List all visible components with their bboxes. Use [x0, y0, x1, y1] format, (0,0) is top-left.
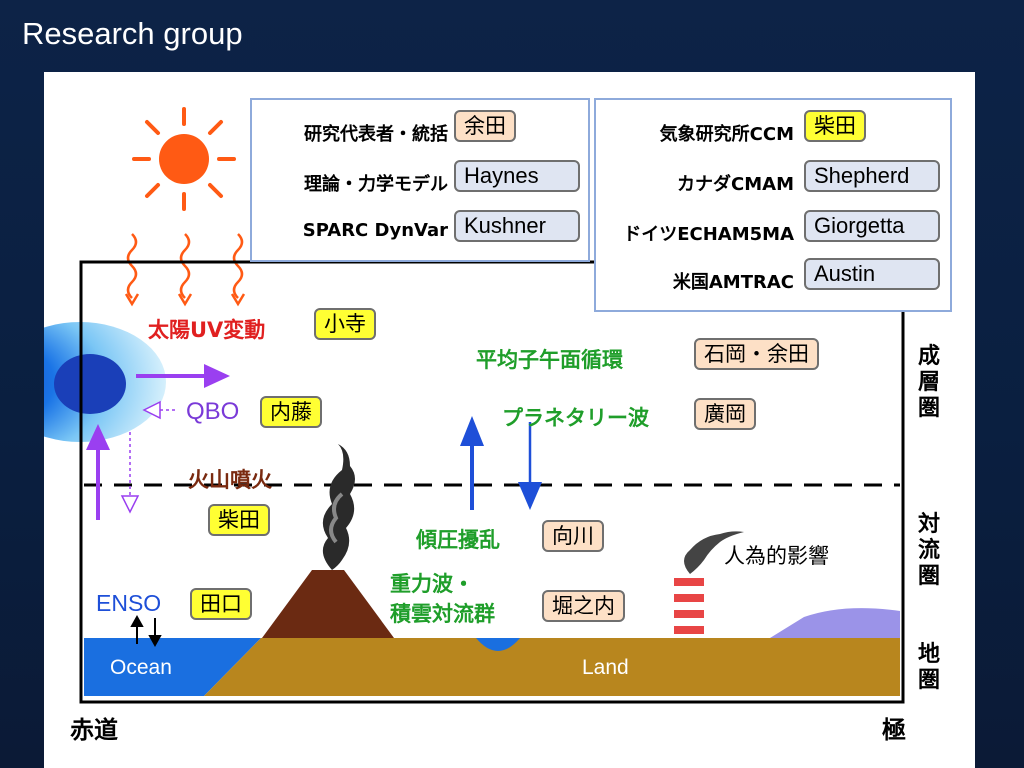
qbo-arrows — [86, 364, 230, 520]
stratosphere-label: 成 層 圏 — [917, 344, 940, 421]
enso-exchange-arrows — [130, 614, 162, 648]
person-tag-shibata-volcano: 柴田 — [208, 504, 270, 536]
qbo-label: QBO — [186, 398, 240, 425]
baroclinic-label: 傾圧擾乱 — [416, 528, 500, 552]
pole-label: 極 — [882, 716, 906, 744]
person-tag-kushner: Kushner — [454, 210, 580, 242]
geosphere-label: 地 圏 — [917, 642, 940, 693]
slide-title: Research group — [22, 16, 243, 51]
person-tag-kodera: 小寺 — [314, 308, 376, 340]
role-label-sparc: SPARC DynVar — [302, 220, 448, 241]
role-label-usa: 米国AMTRAC — [672, 272, 794, 293]
solar-uv-label: 太陽UV変動 — [148, 318, 266, 342]
enso-label: ENSO — [96, 590, 162, 616]
equator-label: 赤道 — [70, 716, 118, 744]
volcano-label: 火山噴火 — [188, 468, 272, 492]
planetary-wave-label: プラネタリー波 — [502, 406, 649, 430]
volcano-smoke-icon — [322, 444, 355, 570]
person-tag-shepherd: Shepherd — [804, 160, 940, 192]
person-tag-horinouchi: 堀之内 — [542, 590, 625, 622]
person-tag-hirooka: 廣岡 — [694, 398, 756, 430]
factory-chimney-icon — [674, 531, 744, 638]
person-tag-giorgetta: Giorgetta — [804, 210, 940, 242]
role-label-representative: 研究代表者・統括 — [304, 124, 448, 145]
person-tag-austin: Austin — [804, 258, 940, 290]
diagram-panel: 研究代表者・統括 余田 理論・力学モデル Haynes SPARC DynVar… — [44, 72, 975, 768]
person-tag-naito: 内藤 — [260, 396, 322, 428]
sun-icon — [132, 107, 236, 211]
role-label-canada: カナダCMAM — [677, 174, 794, 195]
person-tag-haynes: Haynes — [454, 160, 580, 192]
person-tag-ishioka-yoden: 石岡・余田 — [694, 338, 819, 370]
mean-circulation-label: 平均子午面循環 — [476, 348, 623, 372]
role-label-mri: 気象研究所CCM — [659, 124, 794, 145]
ocean-label: Ocean — [110, 656, 172, 679]
person-tag-yoden: 余田 — [454, 110, 516, 142]
land-label: Land — [582, 656, 629, 679]
person-tag-mukougawa: 向川 — [542, 520, 604, 552]
person-tag-taguchi: 田口 — [190, 588, 252, 620]
vertical-wave-arrows — [460, 416, 542, 510]
gravity-wave-label-line1: 重力波・ — [390, 572, 474, 596]
uv-wave-arrows — [124, 233, 246, 307]
anthropogenic-label: 人為的影響 — [724, 544, 829, 568]
troposphere-label: 対 流 圏 — [917, 512, 940, 589]
role-label-germany: ドイツECHAM5MA — [623, 224, 794, 245]
gravity-wave-label-line2: 積雲対流群 — [390, 602, 495, 626]
role-label-theory: 理論・力学モデル — [304, 174, 448, 195]
person-tag-shibata-ccm: 柴田 — [804, 110, 866, 142]
diagram-graphics — [44, 107, 905, 704]
